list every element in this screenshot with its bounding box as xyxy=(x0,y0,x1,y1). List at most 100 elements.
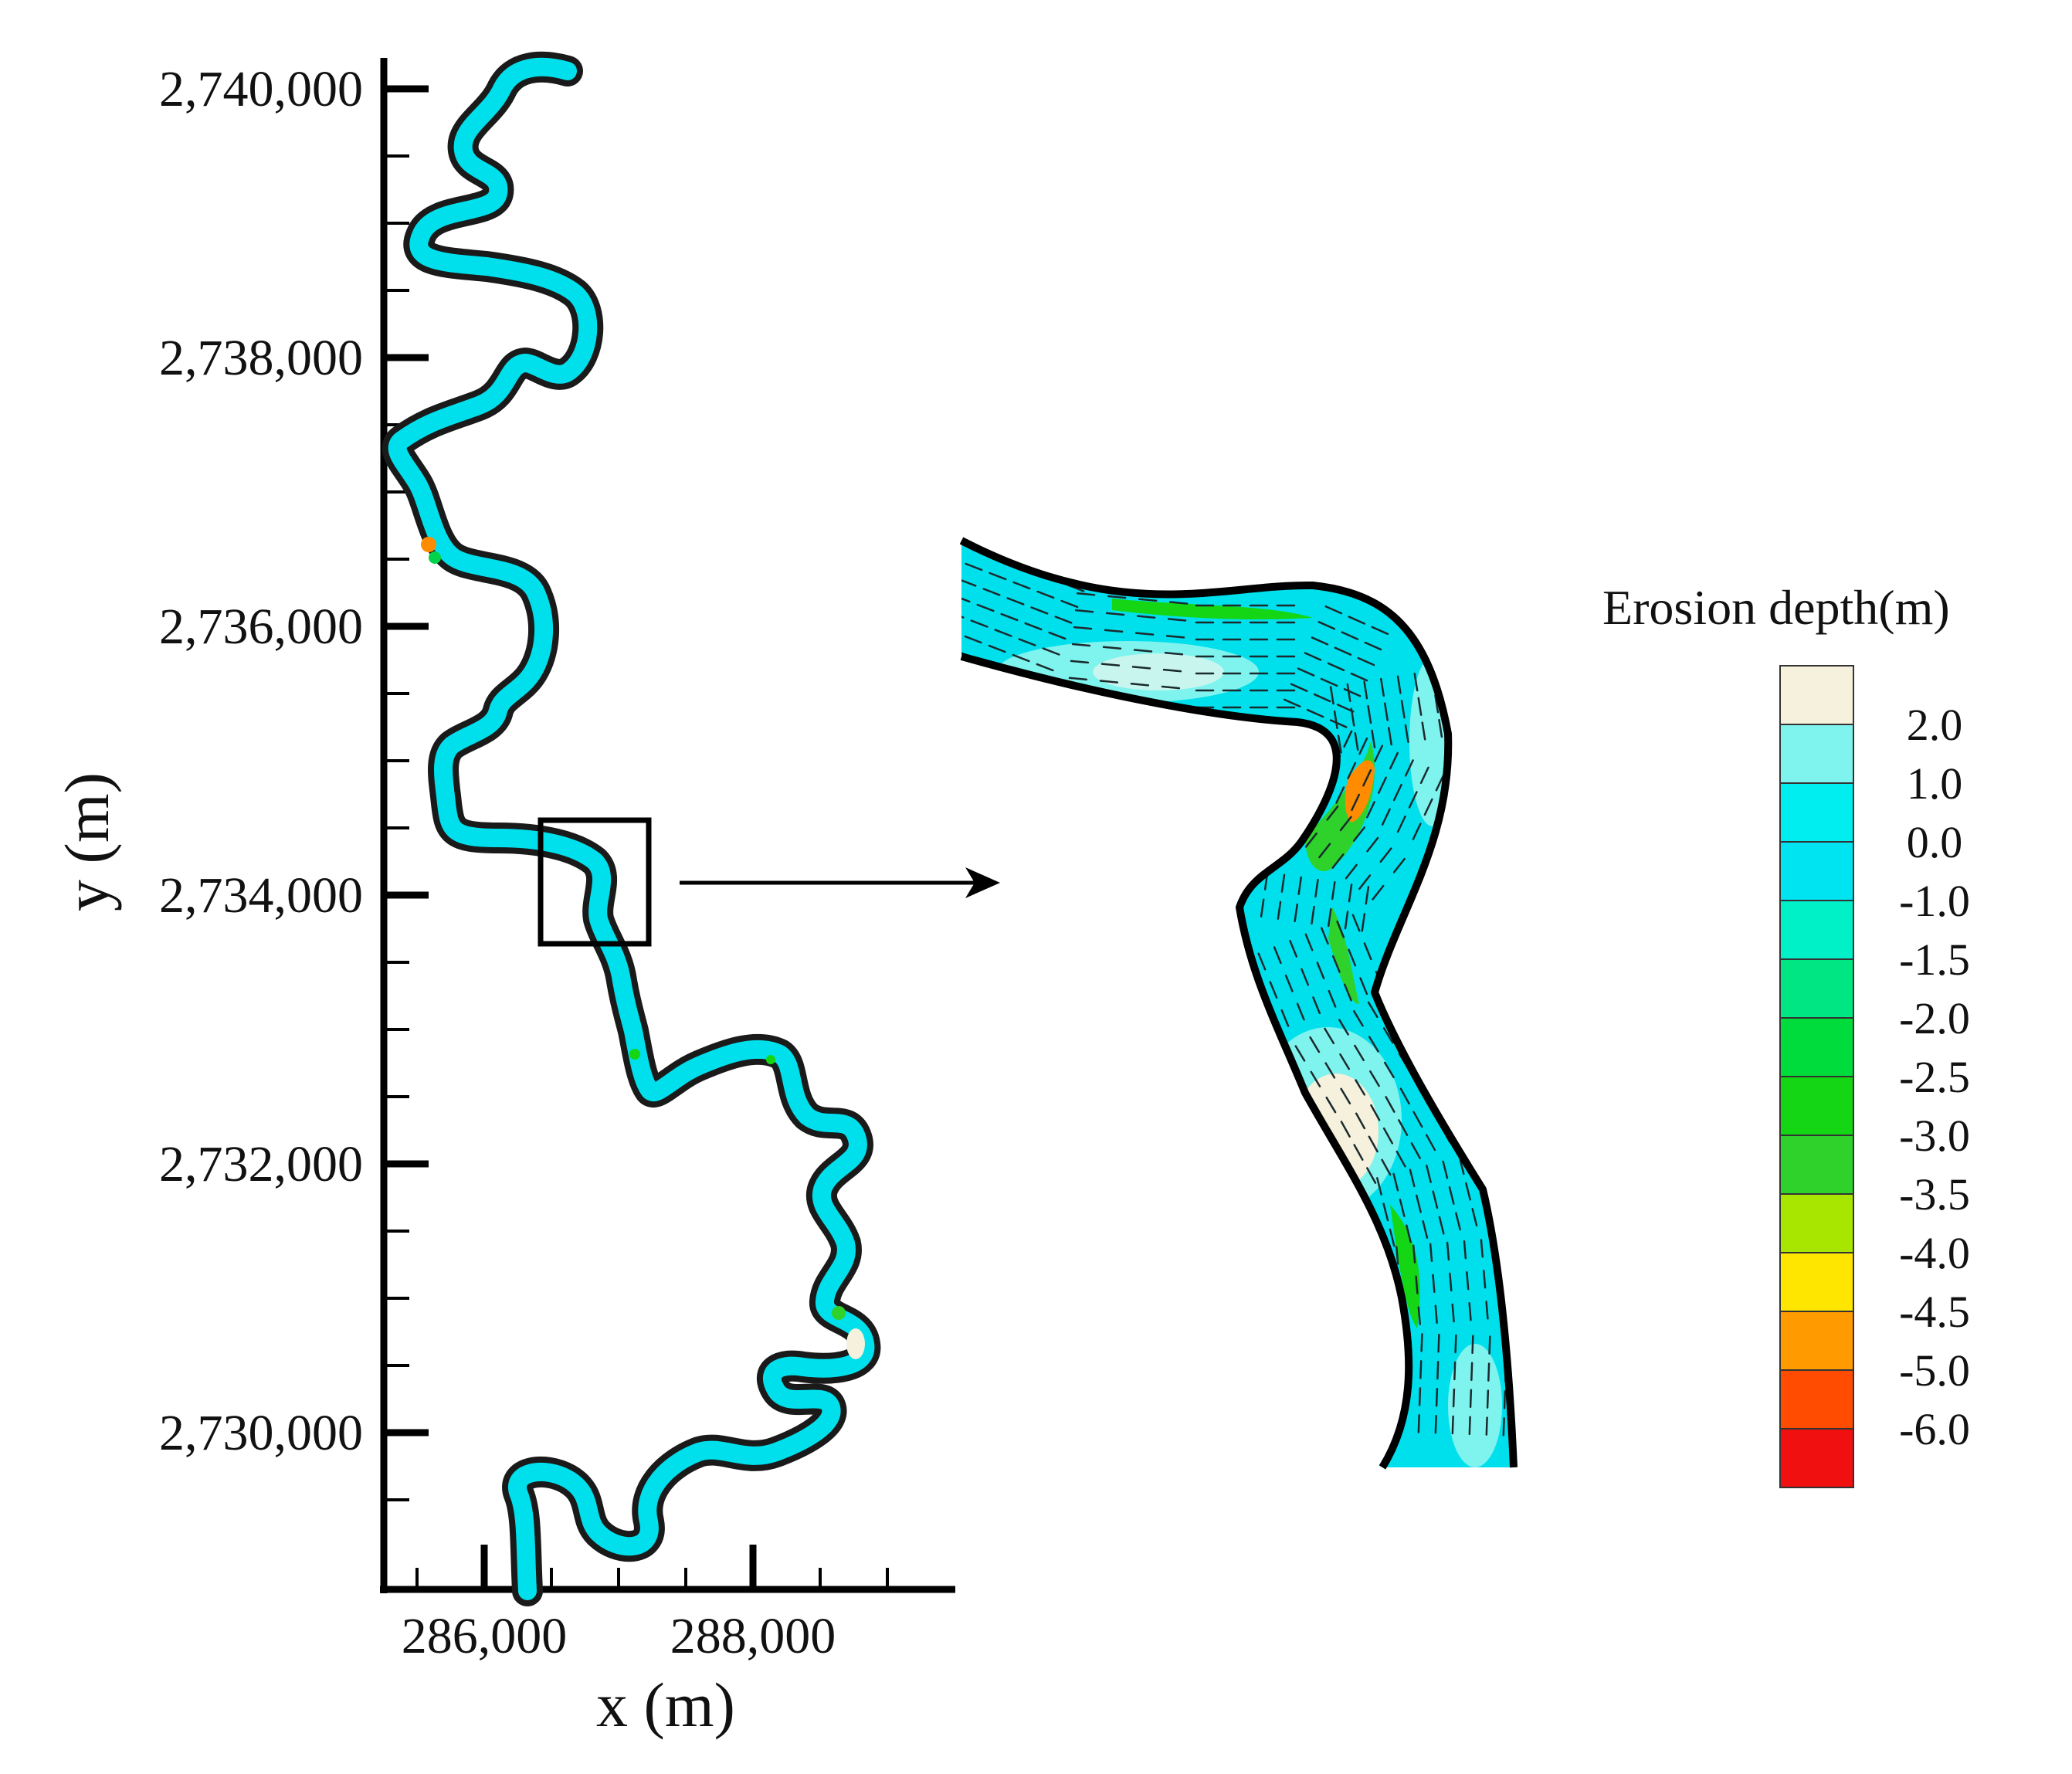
velocity-vector xyxy=(1329,719,1348,728)
legend-swatch xyxy=(1779,1076,1854,1136)
velocity-vector xyxy=(1320,927,1329,945)
velocity-vector xyxy=(1304,933,1314,951)
velocity-vector xyxy=(1304,652,1322,661)
y-tick-label: 2,734,000 xyxy=(159,867,363,924)
legend-label: -3.5 xyxy=(1899,1169,1970,1219)
velocity-vector xyxy=(1395,1246,1399,1265)
velocity-vector xyxy=(1465,1182,1471,1201)
velocity-vector xyxy=(1486,1389,1490,1409)
velocity-vector xyxy=(1358,874,1372,890)
velocity-vector xyxy=(1435,1387,1439,1407)
velocity-vector xyxy=(1331,880,1336,901)
velocity-vector xyxy=(1365,886,1370,905)
velocity-vector xyxy=(1468,1301,1472,1321)
velocity-vector xyxy=(1361,913,1366,932)
velocity-vector xyxy=(1396,675,1402,694)
velocity-vector xyxy=(1357,656,1375,667)
velocity-vector xyxy=(964,635,982,644)
y-axis-ticks: 2,730,0002,732,0002,734,0002,736,0002,73… xyxy=(159,61,429,1501)
legend-label: 2.0 xyxy=(1907,700,1963,750)
velocity-vector xyxy=(1351,793,1361,812)
velocity-vector xyxy=(1466,1270,1470,1291)
deposition-zone xyxy=(1448,1344,1502,1467)
zoom-panel xyxy=(959,537,1518,1470)
velocity-vector xyxy=(1327,662,1345,672)
velocity-vector xyxy=(1328,989,1337,1008)
legend-swatch xyxy=(1779,1193,1854,1253)
velocity-vector xyxy=(1102,646,1122,650)
velocity-vector xyxy=(1435,774,1445,792)
velocity-vector xyxy=(1389,1228,1395,1247)
velocity-vector xyxy=(1294,1045,1306,1062)
velocity-vector xyxy=(1348,948,1357,967)
velocity-vector xyxy=(1469,1389,1473,1409)
legend-label: -2.5 xyxy=(1899,1052,1970,1102)
velocity-vector xyxy=(961,594,971,603)
legend-label: -6.0 xyxy=(1899,1404,1970,1454)
velocity-vector xyxy=(1452,1388,1456,1408)
velocity-vector xyxy=(1366,836,1379,853)
velocity-vector xyxy=(1395,1150,1406,1168)
river-channel xyxy=(382,51,881,1606)
velocity-vector xyxy=(1455,1212,1461,1231)
erosion-spot xyxy=(629,1049,640,1060)
velocity-vector xyxy=(1432,1274,1436,1294)
velocity-vector xyxy=(1344,911,1349,930)
legend-color-bar xyxy=(1779,665,1854,1488)
legend-swatch xyxy=(1779,724,1854,784)
velocity-vector xyxy=(1412,1044,1424,1061)
velocity-vector xyxy=(1352,826,1366,842)
velocity-vector xyxy=(1326,805,1339,821)
velocity-vector xyxy=(1381,1158,1392,1176)
velocity-vector xyxy=(1012,581,1031,590)
velocity-vector xyxy=(1471,1208,1478,1226)
legend-swatch xyxy=(1779,1017,1854,1077)
velocity-vector xyxy=(1442,1094,1453,1111)
velocity-vector xyxy=(1382,1127,1394,1145)
velocity-vector xyxy=(1413,673,1419,692)
velocity-vector xyxy=(1348,884,1353,903)
velocity-vector xyxy=(1418,1387,1422,1406)
velocity-vector xyxy=(1104,629,1124,633)
velocity-vector xyxy=(1310,1070,1321,1087)
erosion-spot xyxy=(832,1306,846,1320)
velocity-vector xyxy=(1367,704,1372,724)
velocity-vector xyxy=(1018,638,1036,646)
velocity-vector xyxy=(1425,1134,1436,1152)
x-tick-label: 286,000 xyxy=(402,1608,568,1664)
velocity-vector xyxy=(1284,974,1294,992)
velocity-vector xyxy=(1380,677,1385,697)
velocity-vector xyxy=(1348,616,1366,625)
velocity-vector xyxy=(1331,955,1341,973)
velocity-vector xyxy=(1301,968,1310,986)
velocity-vector xyxy=(1133,649,1153,653)
velocity-vector xyxy=(1374,745,1384,762)
velocity-vector xyxy=(1138,598,1158,602)
velocity-vector xyxy=(1269,981,1278,999)
velocity-vector xyxy=(1290,683,1308,692)
velocity-vector xyxy=(1404,759,1414,777)
velocity-vector xyxy=(1392,783,1402,802)
y-tick-label: 2,738,000 xyxy=(159,330,363,386)
velocity-vector xyxy=(1257,952,1267,971)
legend-label: 0.0 xyxy=(1907,817,1963,867)
legend-swatch xyxy=(1779,1428,1854,1488)
velocity-vector xyxy=(1100,663,1121,667)
velocity-vector xyxy=(1423,798,1433,816)
velocity-vector xyxy=(1107,595,1127,599)
velocity-vector xyxy=(1409,1169,1416,1188)
velocity-vector xyxy=(1343,983,1352,1002)
velocity-vector xyxy=(1318,843,1331,859)
velocity-vector xyxy=(1099,680,1119,683)
velocity-vector xyxy=(1030,606,1049,615)
velocity-vector xyxy=(1363,680,1368,700)
velocity-vector xyxy=(1354,732,1359,751)
velocity-vector xyxy=(1371,626,1389,636)
velocity-vector xyxy=(1366,801,1375,819)
velocity-vector xyxy=(1340,1121,1351,1138)
legend-swatch xyxy=(1779,782,1854,843)
velocity-vector xyxy=(1304,832,1317,848)
velocity-vector xyxy=(1345,863,1358,880)
velocity-vector xyxy=(1000,612,1019,622)
velocity-vector xyxy=(1400,700,1406,719)
